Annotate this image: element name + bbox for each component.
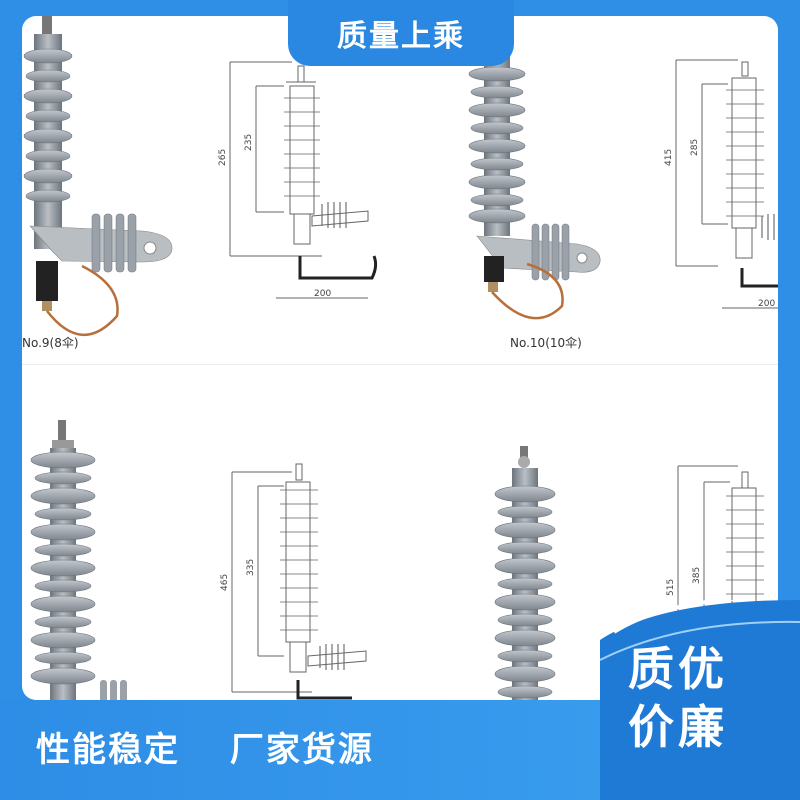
top-title: 质量上乘 [337,19,465,54]
dim-inner-2: 285 [690,139,700,156]
corner-slogan-line2: 价廉 [628,700,728,754]
dim-outer-3: 465 [220,574,230,591]
dim-width-1: 200 [314,289,331,299]
dimension-drawing-2 [675,59,778,309]
dimension-drawing-3 [231,463,367,700]
dimension-labels-2: 415 285 200 [664,139,775,309]
slogan-stable-performance: 性能稳定 [36,730,180,770]
dim-outer-2: 415 [664,149,674,166]
footer-slogans: 性能稳定 厂家货源 [36,722,410,771]
dim-inner-4: 385 [692,567,702,584]
corner-slogan-line1: 质优 [628,642,728,696]
arrester-photo-1 [23,16,173,336]
dim-inner-1: 235 [244,134,254,151]
panel-divider [22,364,778,365]
product-panel: 265 235 200 [22,16,778,700]
dim-width-2: 200 [758,299,775,309]
arrester-photo-4 [494,446,556,700]
corner-wave-decoration [600,600,800,800]
dim-outer-1: 265 [218,149,228,166]
corner-slogan: 质优 价廉 [628,640,778,756]
product-caption-2: No.10(10伞) [510,336,582,350]
dim-inner-3: 335 [246,559,256,576]
dimension-labels-4: 515 385 [666,567,702,596]
product-caption-1: No.9(8伞) [22,336,79,350]
arrester-photo-3 [30,420,127,700]
dimension-drawing-1 [229,61,378,299]
dimension-labels-1: 265 235 200 [218,134,331,299]
product-illustrations: 265 235 200 [23,16,778,700]
dimension-labels-3: 465 335 [220,559,256,591]
dim-outer-4: 515 [666,579,676,596]
top-title-badge: 质量上乘 [288,0,514,66]
slogan-factory-source: 厂家货源 [229,730,374,770]
